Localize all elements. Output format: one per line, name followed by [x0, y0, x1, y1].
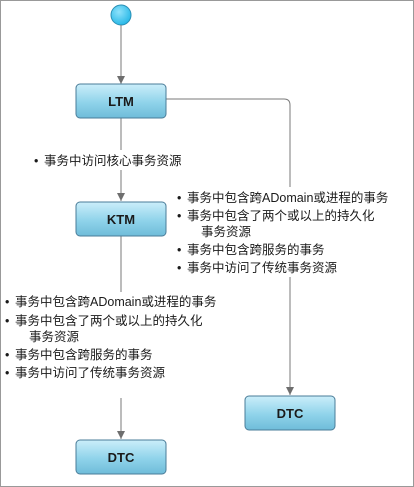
ktm-label: KTM	[107, 212, 135, 227]
note-line: 事务中访问了传统事务资源	[15, 365, 166, 380]
note-ktm-to-dtc-left: • 事务中包含跨ADomain或进程的事务 • 事务中包含了两个或以上的持久化 …	[2, 292, 242, 382]
dtc-right-label: DTC	[277, 406, 304, 421]
note-line: 事务中包含跨ADomain或进程的事务	[15, 294, 216, 309]
edge-ltm-to-dtc-right	[166, 98, 294, 395]
note-bullet: •	[177, 209, 181, 223]
ltm-label: LTM	[108, 94, 134, 109]
note-bullet: •	[34, 154, 38, 168]
note-line: 事务中包含了两个或以上的持久化	[187, 208, 375, 223]
note-bullet: •	[5, 295, 9, 309]
note-bullet: •	[5, 348, 9, 362]
note-line: 事务中包含跨服务的事务	[15, 347, 153, 362]
ktm-node: KTM	[75, 201, 167, 237]
note-bullet: •	[177, 261, 181, 275]
dtc-right-node: DTC	[244, 395, 336, 431]
note-line: 事务中访问核心事务资源	[44, 153, 182, 168]
dtc-left-node: DTC	[75, 439, 167, 475]
note-line: 事务中包含跨ADomain或进程的事务	[187, 190, 388, 205]
note-bullet: •	[5, 366, 9, 380]
note-line: 事务中包含跨服务的事务	[187, 242, 325, 257]
note-ltm-to-dtc-right: • 事务中包含跨ADomain或进程的事务 • 事务中包含了两个或以上的持久化 …	[174, 187, 410, 277]
note-ltm-to-ktm: • 事务中访问核心事务资源	[32, 150, 202, 170]
note-bullet: •	[177, 243, 181, 257]
note-line: 事务资源	[29, 329, 80, 344]
note-line: 事务中包含了两个或以上的持久化	[15, 313, 203, 328]
note-line: 事务资源	[201, 224, 252, 239]
ltm-node: LTM	[75, 83, 167, 119]
dtc-left-label: DTC	[108, 450, 135, 465]
start-node	[110, 4, 132, 26]
note-bullet: •	[5, 314, 9, 328]
note-bullet: •	[177, 191, 181, 205]
note-line: 事务中访问了传统事务资源	[187, 260, 338, 275]
